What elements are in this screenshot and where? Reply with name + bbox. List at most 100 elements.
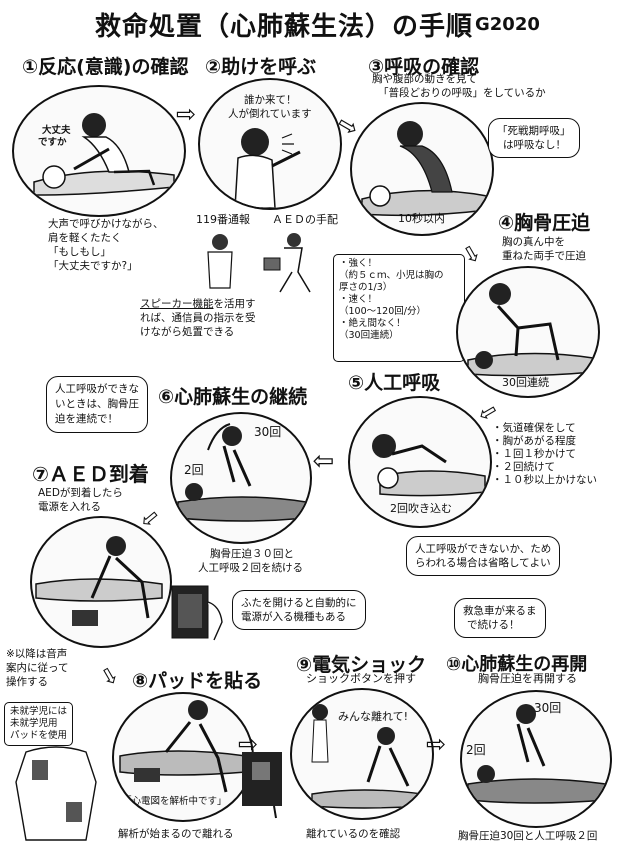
- step7-text-1: AEDが到着したら: [38, 487, 123, 499]
- step8-note-1: ※以降は音声: [6, 648, 68, 660]
- step7-illustration: [30, 516, 172, 648]
- step1-text-4: 「大丈夫ですか?」: [48, 260, 138, 272]
- step6-illustration: 30回 2回: [170, 412, 312, 544]
- arrow-right-icon-3: ⇨: [426, 730, 447, 758]
- step10-sub: 胸骨圧迫を再開する: [478, 672, 577, 685]
- step4-points-box: ・強く！ （約５ｃｍ、小児は胸の 厚さの1/3） ・速く！ （100～120回/…: [333, 254, 465, 362]
- step3-text-1: 胸や腹部の動きを見て: [372, 73, 477, 85]
- step4-point-1: ・強く！: [339, 258, 378, 269]
- step7-text-2: 電源を入れる: [38, 501, 101, 513]
- step9-heading: ⑨電気ショック: [296, 654, 427, 676]
- step6-count2: 2回: [184, 463, 204, 477]
- guideline-code: G2020: [475, 14, 540, 35]
- step7-bubble: ふたを開けると自動的に電源が入る機種もある: [232, 590, 366, 630]
- step5-heading: ⑤人工呼吸: [348, 372, 441, 394]
- arrow-right-icon: ⇨: [176, 100, 197, 128]
- step3-illustration: 10秒以内: [350, 102, 494, 236]
- step5-caption: 2回吹き込む: [390, 502, 452, 515]
- step7-heading: ⑦ＡＥＤ到着: [32, 462, 149, 486]
- label-119-call: 119番通報: [196, 213, 250, 226]
- child-torso-pads-drawing: [6, 742, 106, 842]
- step5-point-3: ・１回１秒かけて: [492, 448, 576, 460]
- step3-text-2: 「普段どおりの呼吸」をしているか: [378, 87, 546, 99]
- step5-bubble: 人工呼吸ができないか、ためらわれる場合は省略してよい: [406, 536, 561, 576]
- rescuer-checking-breath-drawing: [361, 121, 488, 217]
- step8-note-3: 操作する: [6, 676, 48, 688]
- step5-point-4: ・２回続けて: [492, 461, 555, 473]
- step8-caption: 解析が始まるので離れる: [118, 828, 234, 840]
- rescuer-tapping-shoulder-drawing: [33, 113, 175, 196]
- arrow-left-icon: ⇨: [312, 446, 334, 476]
- step5-point-2: ・胸があがる程度: [492, 435, 576, 447]
- arrow-right-icon-2: ⇨: [238, 730, 259, 758]
- step6-bubble: 人工呼吸ができないときは、胸骨圧迫を連続で！: [46, 376, 148, 433]
- step5-points: ・気道確保をして ・胸があがる程度 ・１回１秒かけて ・２回続けて ・１０秒以上…: [492, 422, 597, 487]
- rescue-breathing-drawing: [372, 434, 486, 497]
- step2-illustration: 誰か来て！ 人が倒れています: [198, 78, 342, 210]
- step8-heading: ⑧パッドを貼る: [132, 670, 263, 692]
- resumed-cpr-drawing: [467, 704, 607, 804]
- step4-point-7: （30回連続）: [339, 330, 399, 341]
- chest-compression-drawing: [467, 283, 594, 377]
- step4-text-2: 重ねた両手で圧迫: [502, 250, 586, 262]
- step9-speech: みんな離れて!: [338, 710, 409, 723]
- applying-pads-drawing: [119, 700, 247, 793]
- step6-caption-1: 胸骨圧迫３０回と: [210, 548, 294, 560]
- step2-note-3: けながら処置できる: [140, 326, 235, 338]
- step4-point-5: （100～120回/分）: [339, 306, 426, 317]
- label-aed-arrangement: ＡＥＤの手配: [272, 213, 338, 226]
- step5-point-5: ・１０秒以上かけない: [492, 474, 597, 486]
- step10-bubble: 救急車が来るまで続ける！: [454, 598, 546, 638]
- step10-caption: 胸骨圧迫30回と人工呼吸２回: [458, 830, 598, 842]
- step10-illustration: 30回 2回: [460, 690, 612, 828]
- step3-time-limit: 10秒以内: [398, 212, 445, 225]
- step8-child-pad-box: 未就学児には未就学児用パッドを使用: [4, 702, 74, 746]
- step4-illustration: 30回連続: [456, 266, 600, 398]
- continued-cpr-drawing: [177, 423, 307, 522]
- bystanders-clearing-drawing: [311, 704, 423, 809]
- step6-caption-2: 人工呼吸２回を続ける: [198, 562, 303, 574]
- shock-button-drawing: [240, 750, 290, 820]
- aed-power-on-drawing: [35, 536, 163, 626]
- page-title: 救命処置（心肺蘇生法）の手順: [95, 12, 474, 42]
- step3-bubble: 「死戦期呼吸」は呼吸なし！: [488, 118, 580, 158]
- step8-analysis-voice: 「心電図を解析中です」: [122, 796, 227, 807]
- step9-caption: 離れているのを確認: [306, 828, 401, 840]
- step2-heading: ②助けを呼ぶ: [205, 56, 317, 78]
- step8-note-2: 案内に従って: [6, 662, 69, 674]
- step2-note-2: れば、通信員の指示を受: [140, 312, 256, 324]
- step9-sub: ショックボタンを押す: [306, 672, 416, 685]
- step9-illustration: みんな離れて!: [290, 688, 434, 820]
- step10-count30: 30回: [534, 701, 562, 715]
- step1-text-3: 「もしもし」: [48, 246, 111, 258]
- step1-speech-line2: ですか: [38, 137, 67, 148]
- step10-count2: 2回: [466, 743, 486, 757]
- speaker-function-highlight: スピーカー機能: [140, 298, 214, 310]
- step1-text-2: 肩を軽くたたく: [48, 232, 122, 244]
- step5-point-1: ・気道確保をして: [492, 422, 576, 434]
- step4-count: 30回連続: [502, 376, 549, 389]
- step4-heading: ④胸骨圧迫: [498, 212, 591, 234]
- step6-heading: ⑥心肺蘇生の継続: [158, 386, 308, 408]
- step1-illustration: 大丈夫 ですか: [12, 85, 186, 217]
- step6-count30: 30回: [254, 425, 282, 439]
- step4-point-3: 厚さの1/3）: [339, 282, 393, 293]
- step4-point-6: ・絶え間なく！: [339, 318, 406, 329]
- step8-illustration: 「心電図を解析中です」: [112, 692, 254, 822]
- step5-illustration: 2回吹き込む: [348, 396, 492, 528]
- step4-point-4: ・速く！: [339, 294, 378, 305]
- step10-heading: ⑩心肺蘇生の再開: [446, 654, 588, 675]
- step2-speech-line1: 誰か来て！: [244, 94, 297, 106]
- aed-lid-drawing: [170, 582, 226, 642]
- person-calling-for-help-drawing: [234, 128, 301, 208]
- step2-speech-line2: 人が倒れています: [228, 108, 312, 120]
- step2-note-1: スピーカー機能を活用す: [140, 298, 256, 310]
- step3-heading: ③呼吸の確認: [368, 56, 480, 78]
- phone-and-aed-drawing: [198, 232, 318, 294]
- step1-speech-line1: 大丈夫: [42, 125, 71, 136]
- step4-text-1: 胸の真ん中を: [502, 236, 565, 248]
- step4-point-2: （約５ｃｍ、小児は胸の: [339, 270, 444, 281]
- arrow-down-icon-2: ⇨: [93, 662, 125, 691]
- step1-heading: ①反応(意識)の確認: [22, 56, 189, 78]
- step1-text-1: 大声で呼びかけながら、: [48, 218, 164, 230]
